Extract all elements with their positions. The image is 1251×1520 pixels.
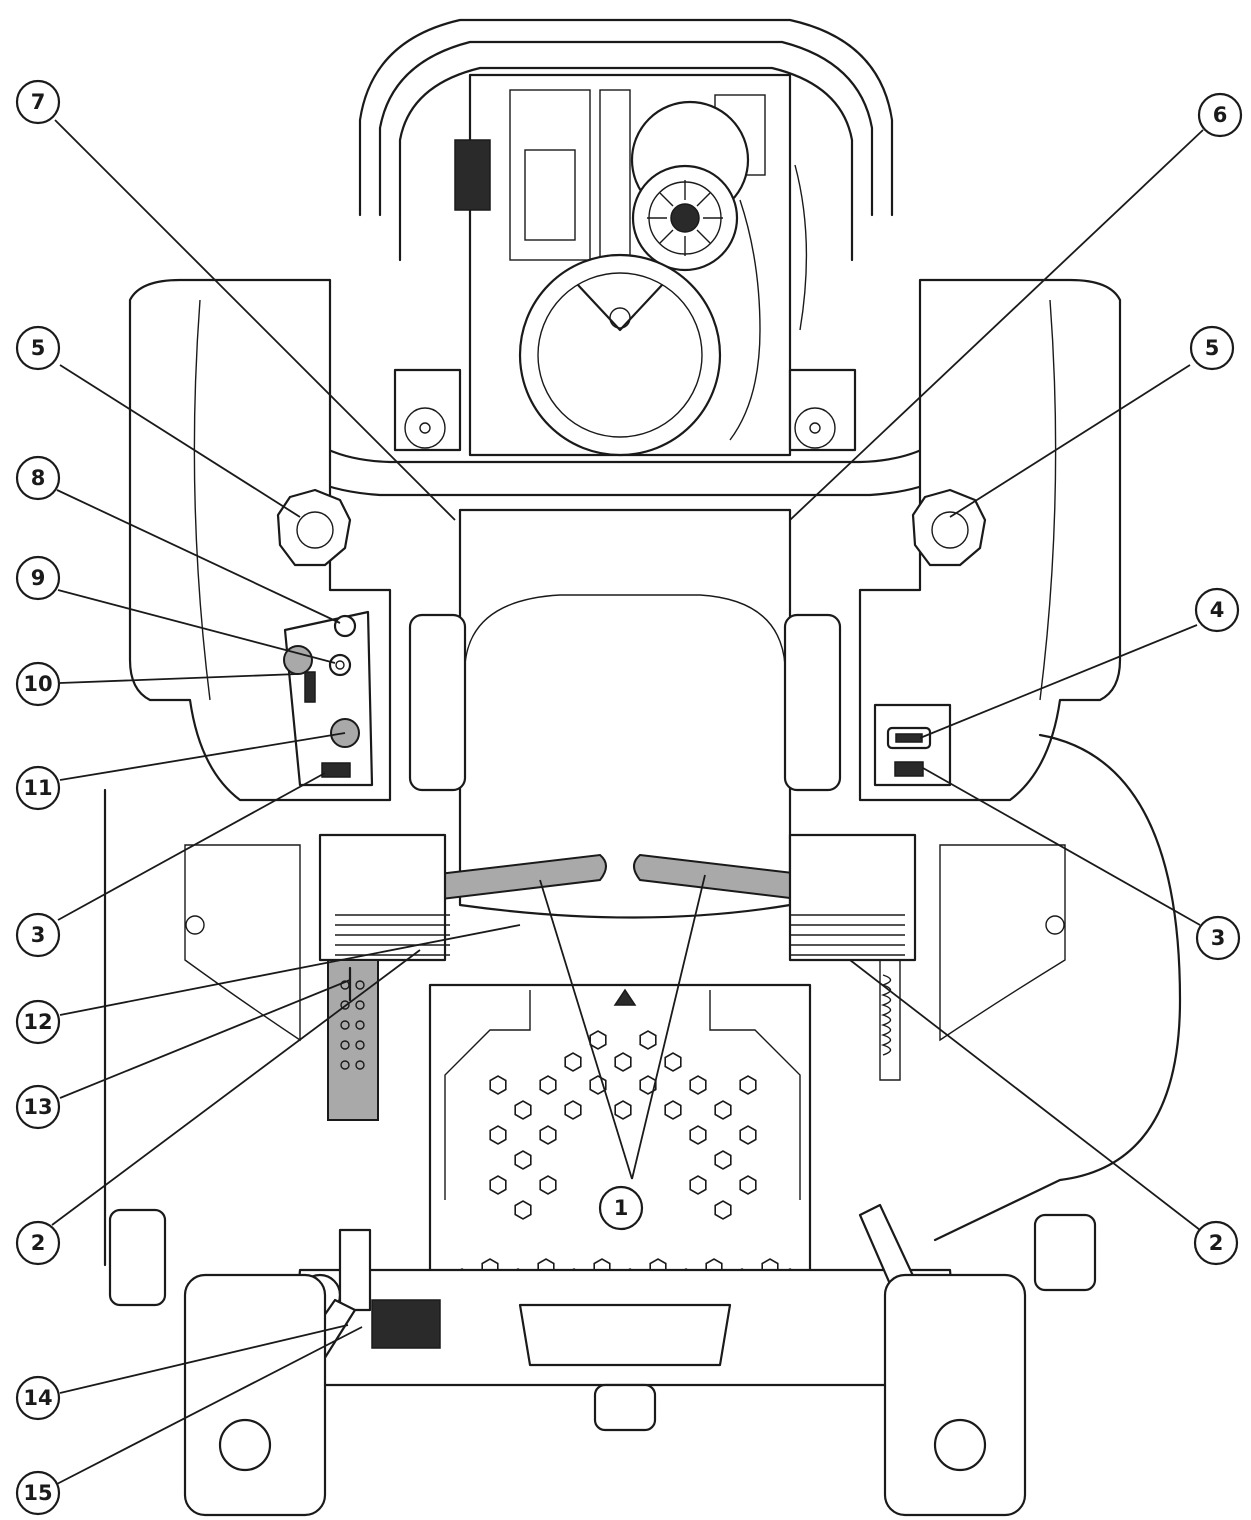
plate-hex-nut	[539, 1125, 557, 1145]
callout-label: 12	[23, 1010, 52, 1034]
callout-12: 12	[15, 999, 61, 1045]
front-bumper	[288, 1268, 962, 1387]
plate-hex-nut	[739, 1175, 757, 1195]
engine	[454, 73, 808, 457]
callout-2-right: 2	[1193, 1220, 1239, 1266]
roll-over-bar	[358, 18, 894, 262]
callout-5-left: 5	[15, 325, 61, 371]
callout-label: 3	[31, 923, 46, 947]
plate-hex-nut	[614, 1100, 632, 1120]
left-control-panel	[283, 610, 374, 787]
plate-hex-nut	[589, 1030, 607, 1050]
callout-label: 5	[31, 336, 46, 360]
callout-label: 7	[31, 90, 46, 114]
plate-hex-nut	[489, 1125, 507, 1145]
callout-4: 4	[1194, 587, 1240, 633]
plate-hex-nut	[489, 1175, 507, 1195]
plate-hex-nut	[564, 1052, 582, 1072]
plate-hex-nut	[614, 1052, 632, 1072]
plate-hex-nut	[564, 1100, 582, 1120]
callout-1: 1	[598, 1185, 644, 1231]
callout-label: 2	[31, 1231, 46, 1255]
right-fuel-cap	[911, 488, 987, 567]
callout-7: 7	[15, 79, 61, 125]
callout-6: 6	[1197, 92, 1243, 138]
plate-hex-nut	[714, 1100, 732, 1120]
callout-label: 3	[1211, 926, 1226, 950]
plate-hex-nut	[664, 1052, 682, 1072]
callout-8: 8	[15, 455, 61, 501]
callout-label: 11	[23, 776, 52, 800]
height-adjust-plate	[327, 959, 379, 1121]
plate-hex-nut	[714, 1150, 732, 1170]
plate-hex-nut	[689, 1125, 707, 1145]
front-right-caster	[883, 1213, 1097, 1517]
callout-label: 4	[1210, 598, 1225, 622]
right-side-panel	[879, 733, 1182, 1242]
callout-label: 5	[1205, 336, 1220, 360]
front-left-caster	[108, 1208, 327, 1517]
left-lever-pivot	[318, 833, 450, 962]
plate-hex-nut	[539, 1175, 557, 1195]
callout-label: 15	[23, 1481, 52, 1505]
callout-label: 2	[1209, 1231, 1224, 1255]
callout-label: 9	[31, 566, 46, 590]
callout-14: 14	[15, 1375, 61, 1421]
plate-hex-nut	[689, 1175, 707, 1195]
callout-11: 11	[15, 765, 61, 811]
center-roller	[593, 1383, 657, 1432]
plate-hex-nut	[539, 1075, 557, 1095]
callout-label: 10	[23, 672, 52, 696]
plate-hex-nut	[739, 1075, 757, 1095]
seat	[408, 508, 842, 919]
plate-hex-nut	[639, 1030, 657, 1050]
leader-lines	[51, 119, 1204, 1486]
callout-3-right: 3	[1195, 915, 1241, 961]
plate-hex-nut	[489, 1075, 507, 1095]
callout-label: 13	[23, 1095, 52, 1119]
callout-9: 9	[15, 555, 61, 601]
plate-hex-nut	[514, 1200, 532, 1220]
plate-hex-nut	[689, 1075, 707, 1095]
right-fender	[858, 278, 1122, 802]
callout-label: 8	[31, 466, 46, 490]
callout-label: 14	[23, 1386, 52, 1410]
callout-13: 13	[15, 1084, 61, 1130]
callout-5-right: 5	[1189, 325, 1235, 371]
callout-2-left: 2	[15, 1220, 61, 1266]
right-lever-pivot	[788, 833, 917, 962]
left-side-panel	[103, 788, 301, 1267]
frame-crossbar	[263, 298, 987, 497]
callout-3-left: 3	[15, 912, 61, 958]
right-control-panel	[873, 703, 952, 787]
plate-hex-nut	[514, 1150, 532, 1170]
callout-10: 10	[15, 661, 61, 707]
plate-hex-nut	[664, 1100, 682, 1120]
callout-label: 6	[1213, 103, 1228, 127]
plate-hex-nut	[514, 1100, 532, 1120]
left-fuel-cap	[276, 488, 352, 567]
plate-hex-nut	[714, 1200, 732, 1220]
plate-hex-nut	[739, 1125, 757, 1145]
callout-label: 1	[614, 1196, 629, 1220]
callout-15: 15	[15, 1470, 61, 1516]
